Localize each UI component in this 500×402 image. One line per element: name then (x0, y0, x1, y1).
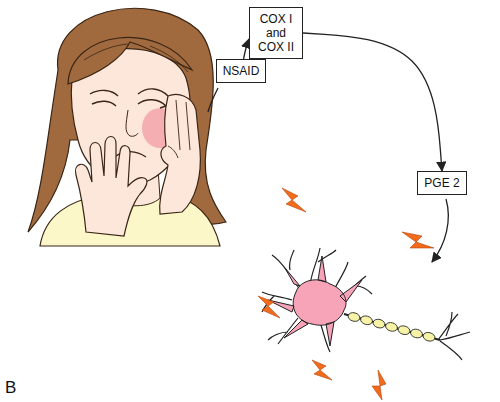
finger-lines (168, 100, 190, 158)
mediator-box: PGE 2 (417, 171, 466, 195)
panel-letter: B (5, 378, 16, 398)
box-text: PGE 2 (424, 176, 459, 190)
hair-bangs (68, 37, 192, 84)
hair-strand (84, 44, 188, 72)
myelin-beads (347, 311, 436, 342)
cell-body (268, 256, 362, 346)
curved-arrow-to-neuron (432, 199, 448, 262)
hand-on-cheek (160, 95, 201, 214)
box-text: NSAID (223, 64, 260, 78)
raised-hand (75, 137, 146, 237)
box-text: COX I and COX II (256, 12, 296, 54)
enzyme-box: COX I and COX II (249, 7, 303, 59)
pain-signal-bolt (258, 188, 434, 400)
curved-arrow-start (208, 88, 218, 112)
eyes (90, 89, 172, 108)
axon-terminals (438, 312, 470, 360)
curved-arrow (303, 33, 442, 171)
dendrites (262, 248, 372, 352)
drug-box: NSAID (216, 59, 267, 83)
nose (126, 110, 138, 136)
